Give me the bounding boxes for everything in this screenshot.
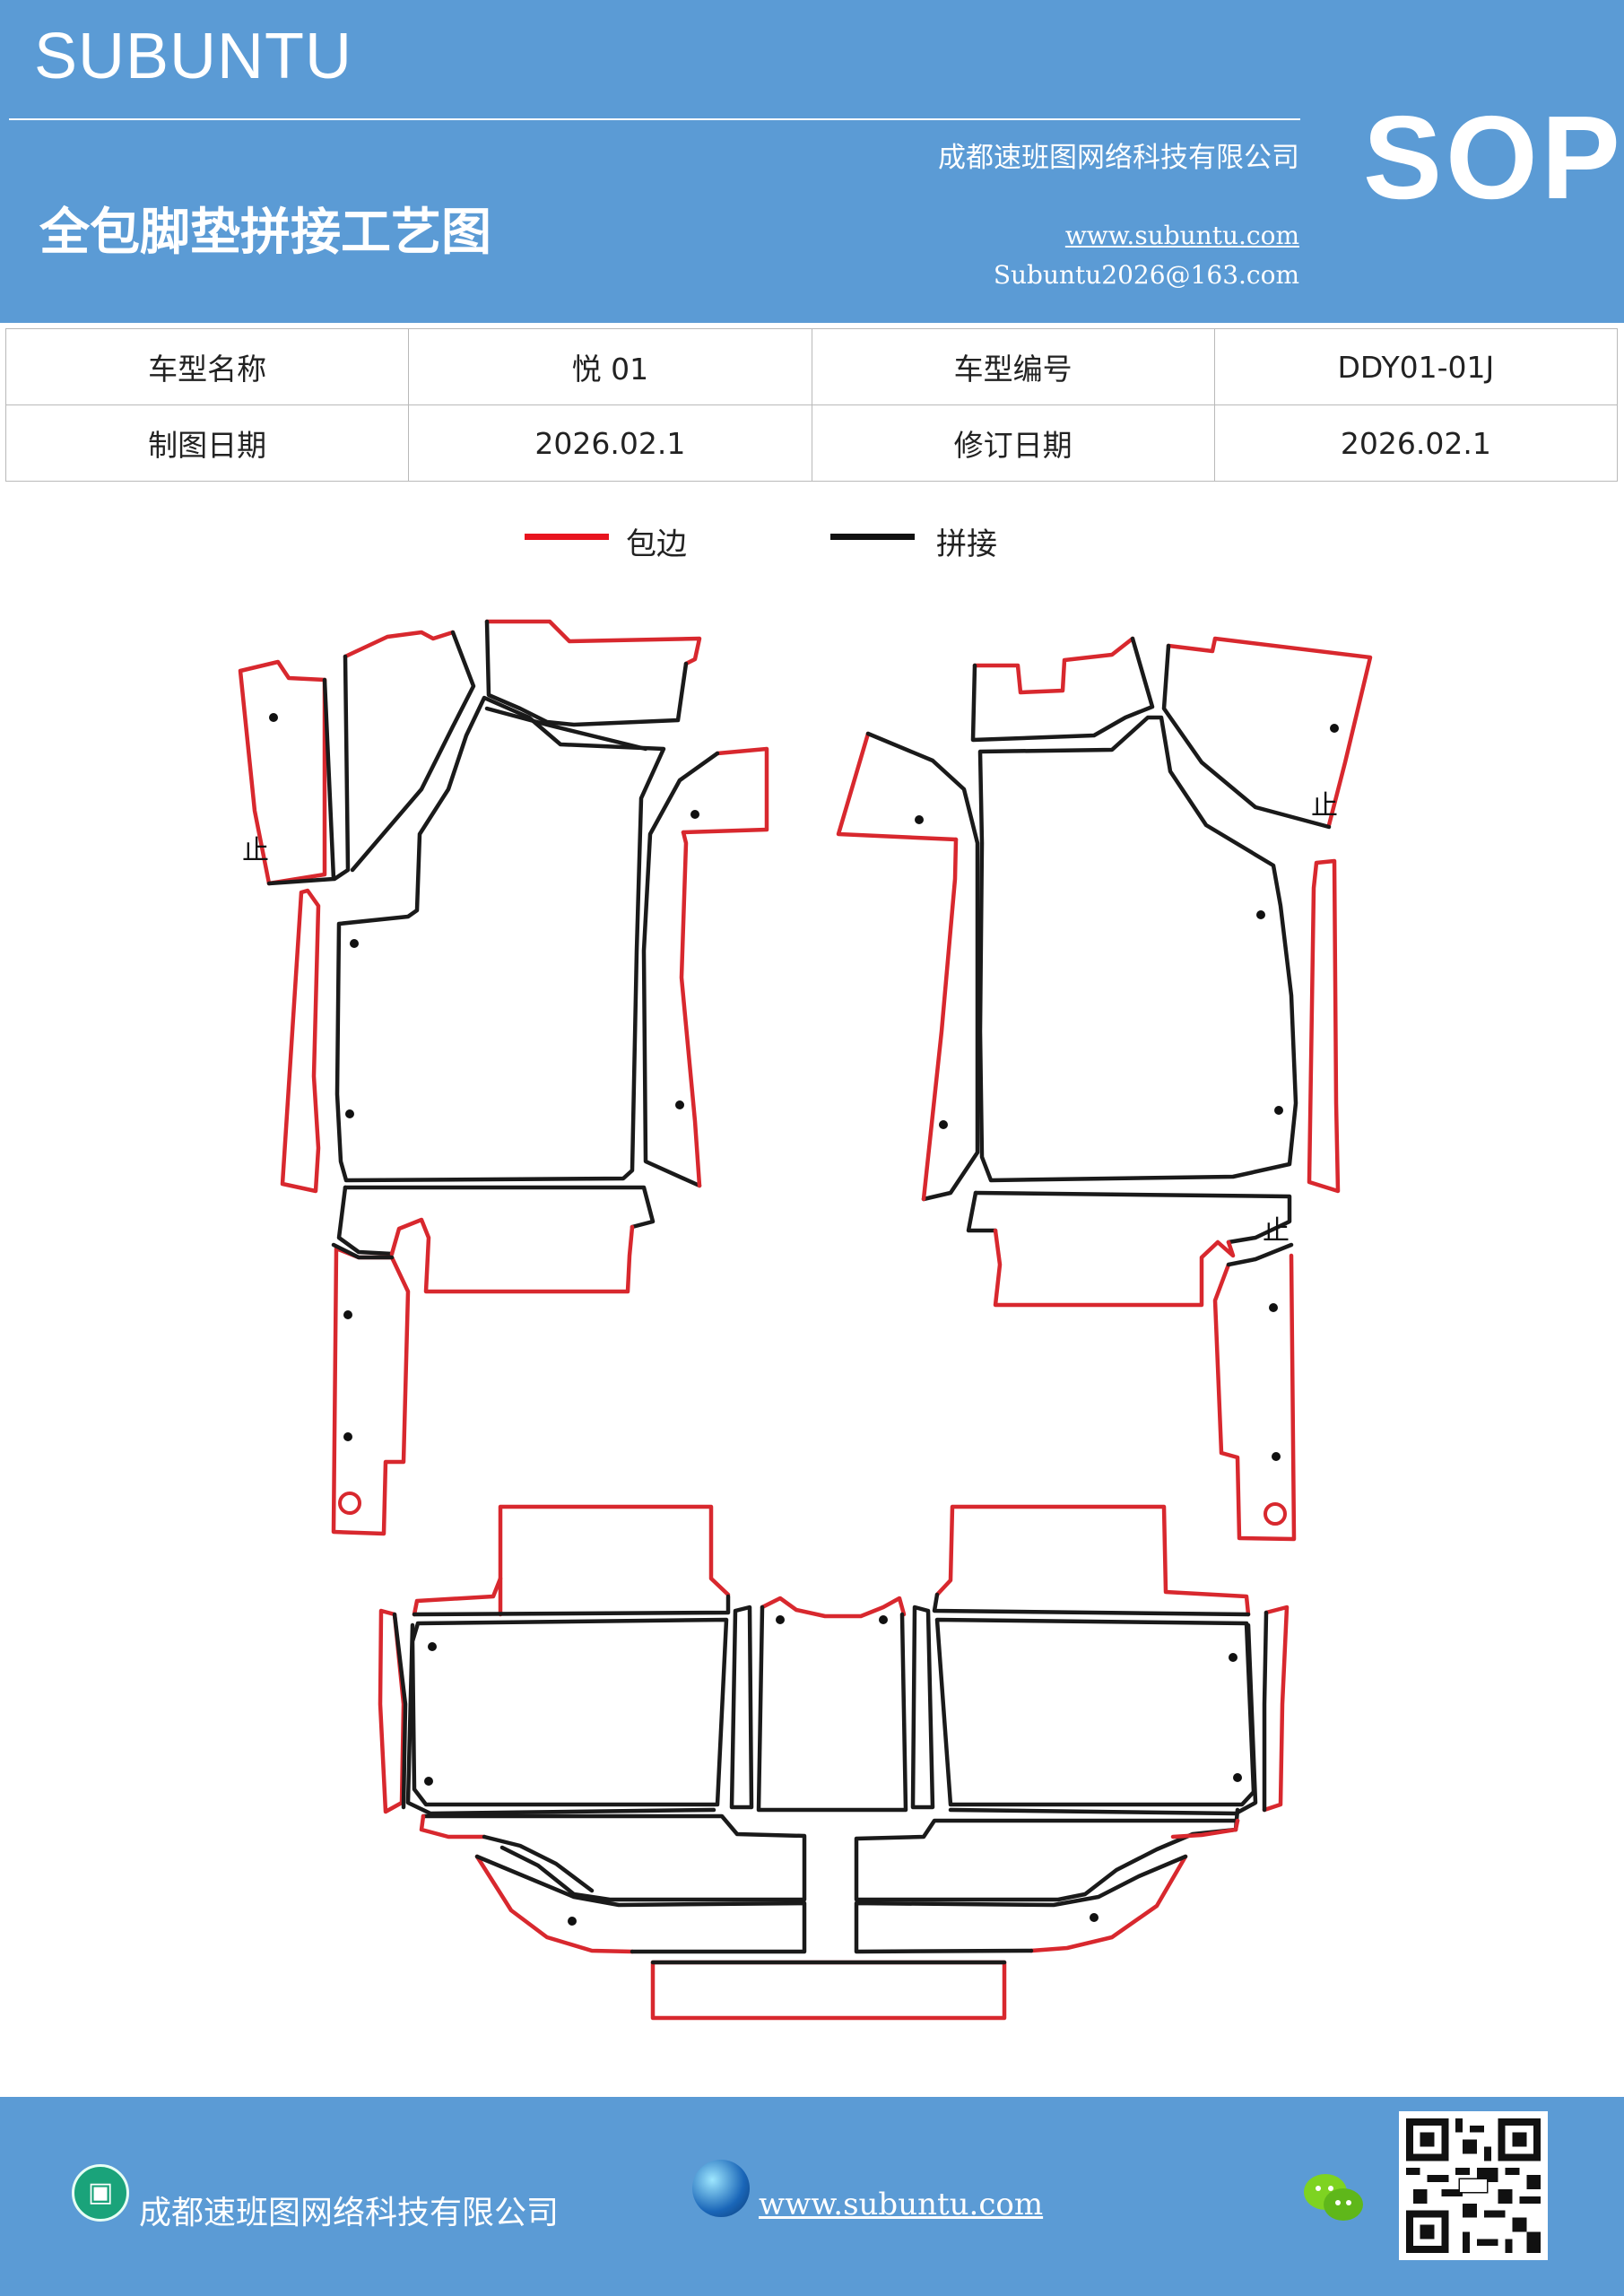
legend-edge-label: 包边 xyxy=(626,526,687,562)
rl-back-tab xyxy=(498,1504,731,1617)
rr-back-tab xyxy=(934,1504,1251,1617)
label-model-code: 车型编号 xyxy=(811,328,1215,405)
rr-under-strip-red xyxy=(1170,1818,1240,1839)
table-row: 车型名称 悦 01 车型编号 DDY01-01J xyxy=(4,328,1619,405)
fl-right-edge-piece-red xyxy=(679,830,702,1188)
fl-firewall-piece xyxy=(484,619,702,666)
fr-corner-piece-seam xyxy=(1161,643,1332,830)
header-company: 成都速班图网络科技有限公司 xyxy=(938,142,1299,174)
mount-holes xyxy=(338,1492,1287,1526)
fl-left-sill xyxy=(280,888,321,1194)
fr-main-mat xyxy=(977,715,1298,1183)
rc-tunnel-seam xyxy=(756,1605,908,1813)
value-model-name: 悦 01 xyxy=(408,328,812,405)
fr-firewall-piece xyxy=(972,636,1135,695)
legend-seam-label: 拼接 xyxy=(936,526,997,562)
globe-icon xyxy=(692,2160,750,2217)
fl-main-mat xyxy=(334,695,666,1183)
legend-seam-swatch xyxy=(830,534,915,540)
rr-cushion xyxy=(934,1617,1256,1807)
front-right-mat-group xyxy=(836,636,1373,1542)
rl-cushion xyxy=(410,1617,729,1807)
rl-side-trim xyxy=(378,1608,406,1814)
rr-side-trim xyxy=(1262,1605,1290,1813)
rr-cushion-outer xyxy=(948,1622,1258,1816)
fr-right-sill xyxy=(1307,858,1341,1194)
fr-left-piece xyxy=(836,731,959,842)
wechat-icon[interactable] xyxy=(1302,2170,1365,2224)
fr-rear-hole xyxy=(1264,1502,1287,1526)
document-title: 全包脚垫拼接工艺图 xyxy=(39,203,491,262)
fl-right-edge-piece xyxy=(681,746,769,835)
fl-rear-strip xyxy=(343,1185,656,1230)
table-row: 制图日期 2026.02.1 修订日期 2026.02.1 xyxy=(4,404,1619,482)
stop-mark: 止 xyxy=(242,835,269,866)
label-draw-date: 制图日期 xyxy=(4,404,410,482)
stop-mark: 止 xyxy=(1263,1215,1290,1247)
header-email: Subuntu2026@163.com xyxy=(993,260,1299,290)
fr-rear-right-piece-seam xyxy=(1226,1242,1294,1267)
fl-side-piece xyxy=(238,659,327,886)
fl-rear-left-piece-seam xyxy=(331,1242,395,1260)
fl-right-edge-piece-seam xyxy=(641,751,720,1188)
header-banner: SUBUNTU 成都速班图网络科技有限公司 全包脚垫拼接工艺图 www.subu… xyxy=(0,0,1624,323)
legend-edge-swatch xyxy=(525,534,609,540)
rl-kick-outer xyxy=(474,1854,635,1954)
footer-company: 成都速班图网络科技有限公司 xyxy=(139,2195,560,2231)
building-icon: ▣ xyxy=(72,2164,129,2222)
rear-bottom-plate xyxy=(650,1960,1007,2021)
stop-mark: 止 xyxy=(1311,790,1338,822)
rl-under-seam xyxy=(482,1834,595,1893)
fl-pillar-piece xyxy=(343,630,456,659)
fr-corner-piece xyxy=(1166,636,1373,828)
rr-kick-outer xyxy=(1029,1854,1188,1953)
fl-main-mat-inner xyxy=(484,706,648,752)
rr-under-strip xyxy=(854,1807,1240,1902)
value-draw-date: 2026.02.1 xyxy=(408,404,812,482)
qr-code xyxy=(1399,2111,1548,2260)
value-model-code: DDY01-01J xyxy=(1213,328,1619,405)
sop-badge: SOP xyxy=(1363,91,1624,223)
header-divider xyxy=(9,118,1300,120)
front-left-mat-group xyxy=(238,619,769,1536)
rr-back-strip xyxy=(932,1592,1251,1617)
rl-under-strip xyxy=(421,1813,807,1902)
value-revise-date: 2026.02.1 xyxy=(1213,404,1619,482)
fr-left-piece-red xyxy=(921,837,959,1202)
label-revise-date: 修订日期 xyxy=(811,404,1215,482)
fl-rear-hole xyxy=(338,1492,361,1515)
legend: 包边 拼接 xyxy=(0,525,1624,578)
rl-mid-strip xyxy=(729,1605,754,1810)
footer-website-link[interactable]: www.subuntu.com xyxy=(759,2187,1044,2222)
rr-kick-seam xyxy=(854,1854,1188,1954)
rr-mid-strip xyxy=(910,1605,935,1810)
fl-firewall-piece-seam xyxy=(484,619,689,727)
rear-mat-group xyxy=(378,1504,1290,2021)
fl-pillar-piece-seam xyxy=(332,630,476,882)
header-website-link[interactable]: www.subuntu.com xyxy=(1064,221,1299,250)
fr-left-piece-seam xyxy=(865,731,980,1202)
label-model-name: 车型名称 xyxy=(4,328,410,405)
floor-mat-diagram: 止 止 止 xyxy=(238,619,1373,2021)
fr-rear-strip-2 xyxy=(966,1190,998,1233)
fixing-dots xyxy=(269,713,1339,1926)
rl-side-seam xyxy=(392,1612,408,1810)
fr-firewall-piece-seam xyxy=(970,636,1155,743)
rc-tunnel xyxy=(760,1596,907,1619)
fl-rear-strip-2 xyxy=(336,1185,395,1257)
rr-side-seam xyxy=(1262,1610,1269,1813)
footer-banner: ▣ 成都速班图网络科技有限公司 www.subuntu.com xyxy=(0,2097,1624,2296)
rl-back-tab-left xyxy=(412,1576,503,1617)
rl-back-strip xyxy=(412,1594,731,1617)
fl-rear-tab xyxy=(389,1217,635,1294)
rl-under-strip-red xyxy=(419,1813,487,1839)
vehicle-info-table: 车型名称 悦 01 车型编号 DDY01-01J 制图日期 2026.02.1 … xyxy=(4,328,1619,482)
fr-rear-right-piece xyxy=(1212,1253,1297,1542)
fr-rear-tab xyxy=(993,1228,1236,1308)
rl-kick-seam xyxy=(474,1854,807,1954)
fr-rear-strip xyxy=(973,1190,1292,1245)
brand-logo-text: SUBUNTU xyxy=(34,21,353,92)
rl-cushion-outer xyxy=(405,1622,716,1816)
fl-rear-left-piece xyxy=(331,1246,411,1536)
